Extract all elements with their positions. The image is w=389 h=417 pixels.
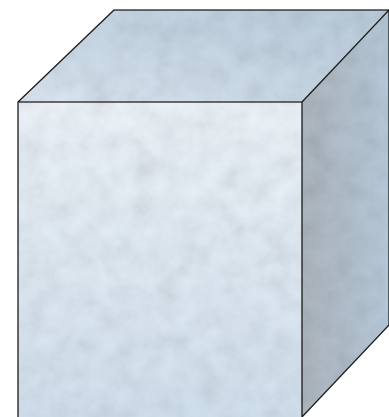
cube-front-face	[18, 102, 302, 417]
